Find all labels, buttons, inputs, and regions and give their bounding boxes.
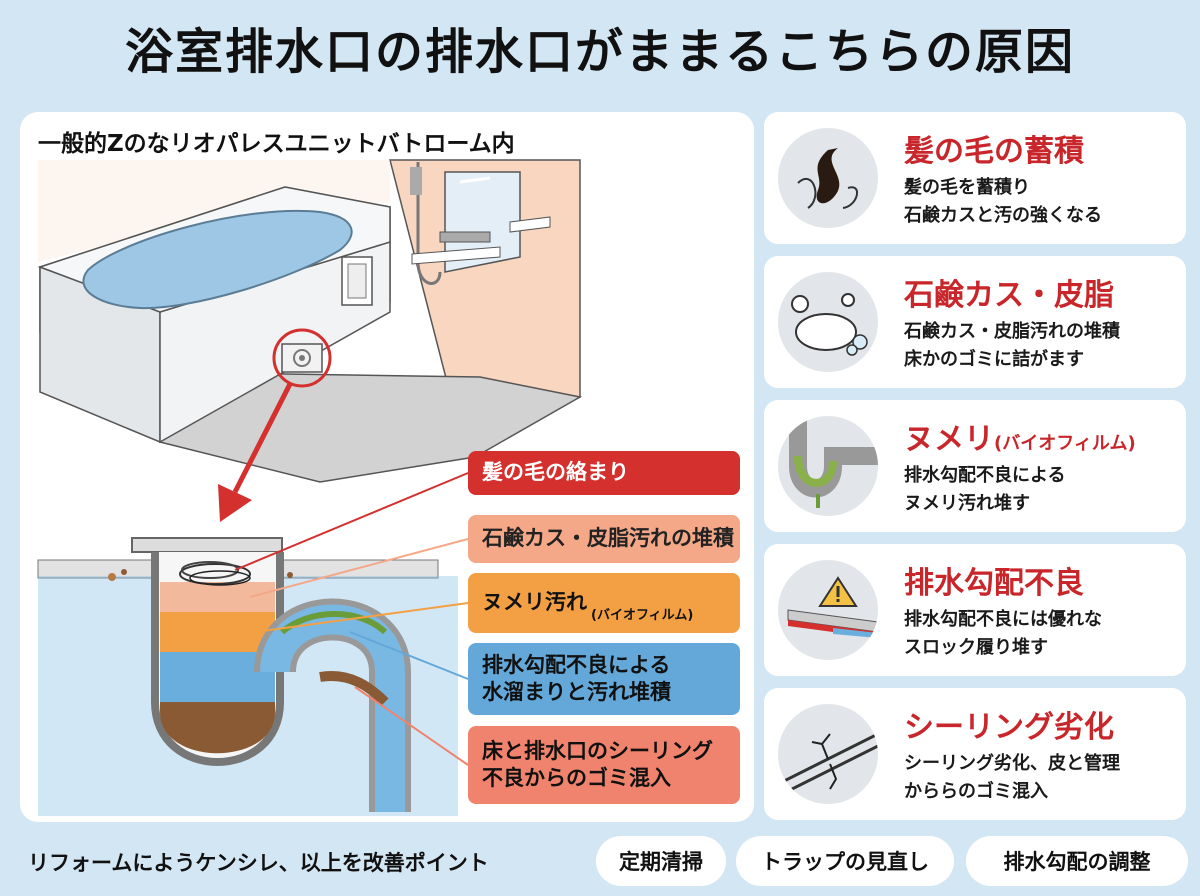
- cause-card-slope: 排水勾配不良 排水勾配不良には優れな スロック履り堆す: [764, 544, 1186, 676]
- cause-text-slope: 排水勾配不良には優れな スロック履り堆す: [904, 606, 1102, 662]
- cause-title-slime-main: ヌメリ: [904, 422, 994, 457]
- cause-text-slope-line1: 排水勾配不良には優れな: [904, 609, 1102, 630]
- improvement-points-label: リフォームにようケンシレ、以上を改善ポイント: [28, 851, 489, 875]
- callout-soap: 石鹸カス・皮脂汚れの堆積: [468, 515, 740, 563]
- warning-slope-icon: [778, 560, 878, 660]
- callout-hair-label: 髪の毛の絡まり: [482, 460, 629, 485]
- soap-icon: [778, 272, 878, 372]
- cause-text-soap-line2: 床かのゴミに詰がます: [904, 349, 1084, 370]
- callout-sealing-line2: 不良からのゴミ混入: [482, 766, 671, 790]
- callout-soap-label: 石鹸カス・皮脂汚れの堆積: [482, 526, 734, 551]
- diagram-heading: 一般的Zのなリオパレスユニットバトローム内: [38, 131, 515, 157]
- cause-text-slime-line1: 排水勾配不良による: [904, 465, 1066, 486]
- callout-slope: 排水勾配不良による 水溜まりと汚れ堆積: [468, 643, 740, 715]
- pill-slope-adjustment: 排水勾配の調整: [966, 836, 1188, 886]
- pill-regular-cleaning: 定期清掃: [596, 836, 726, 886]
- callout-sealing: 床と排水口のシーリング 不良からのゴミ混入: [468, 726, 740, 804]
- cause-title-soap: 石鹸カス・皮脂: [904, 278, 1114, 313]
- cause-text-soap: 石鹸カス・皮脂汚れの堆積 床かのゴミに詰がます: [904, 318, 1120, 374]
- cause-text-hair-line2: 石鹸カスと汚の強くなる: [904, 205, 1102, 226]
- cause-title-sealing: シーリング劣化: [904, 710, 1114, 745]
- cause-title-slime-sub: (バイオフィルム): [994, 433, 1136, 454]
- callout-slope-line1: 排水勾配不良による: [482, 652, 671, 677]
- callout-slope-line2: 水溜まりと汚れ堆積: [482, 680, 671, 704]
- cause-card-hair: 髪の毛の蓄積 髪の毛を蓄積り 石鹸カスと汚の強くなる: [764, 112, 1186, 244]
- cause-text-sealing-line1: シーリング劣化、皮と管理: [904, 753, 1120, 774]
- cause-card-slime: ヌメリ(バイオフィルム) 排水勾配不良による ヌメリ汚れ堆す: [764, 400, 1186, 532]
- cause-title-slime: ヌメリ(バイオフィルム): [904, 414, 1136, 458]
- cause-title-slope: 排水勾配不良: [904, 566, 1084, 601]
- cause-text-slime: 排水勾配不良による ヌメリ汚れ堆す: [904, 462, 1065, 518]
- pill-trap-review: トラップの見直し: [736, 836, 954, 886]
- callout-slime: ヌメリ汚れ (バイオフィルム): [468, 573, 740, 633]
- callout-sealing-line1: 床と排水口のシーリング: [482, 738, 713, 763]
- callout-slime-sub: (バイオフィルム): [591, 608, 694, 624]
- callout-slime-label: ヌメリ汚れ: [482, 590, 587, 615]
- bathroom-illustration: [37, 159, 583, 816]
- crack-icon: [778, 704, 878, 804]
- cause-text-sealing-line2: かららのゴミ混入: [904, 781, 1048, 802]
- cause-card-sealing: シーリング劣化 シーリング劣化、皮と管理 かららのゴミ混入: [764, 688, 1186, 820]
- cause-text-slope-line2: スロック履り堆す: [904, 637, 1048, 658]
- cause-text-slime-line2: ヌメリ汚れ堆す: [904, 493, 1030, 514]
- hair-icon: [778, 128, 878, 228]
- cause-text-hair: 髪の毛を蓄積り 石鹸カスと汚の強くなる: [904, 174, 1102, 230]
- slime-pipe-icon: [778, 416, 878, 516]
- callout-hair: 髪の毛の絡まり: [468, 451, 740, 495]
- cause-text-sealing: シーリング劣化、皮と管理 かららのゴミ混入: [904, 750, 1120, 806]
- cause-text-soap-line1: 石鹸カス・皮脂汚れの堆積: [904, 321, 1120, 342]
- page-title: 浴室排水口の排水口がままるこちらの原因: [124, 24, 1075, 80]
- cause-card-soap: 石鹸カス・皮脂 石鹸カス・皮脂汚れの堆積 床かのゴミに詰がます: [764, 256, 1186, 388]
- bathroom-diagram-panel: 一般的Zのなリオパレスユニットバトローム内 髪の毛の絡まり 石鹸カス・皮脂汚れの…: [20, 112, 754, 822]
- cause-text-hair-line1: 髪の毛を蓄積り: [904, 177, 1030, 198]
- cause-title-hair: 髪の毛の蓄積: [904, 134, 1084, 169]
